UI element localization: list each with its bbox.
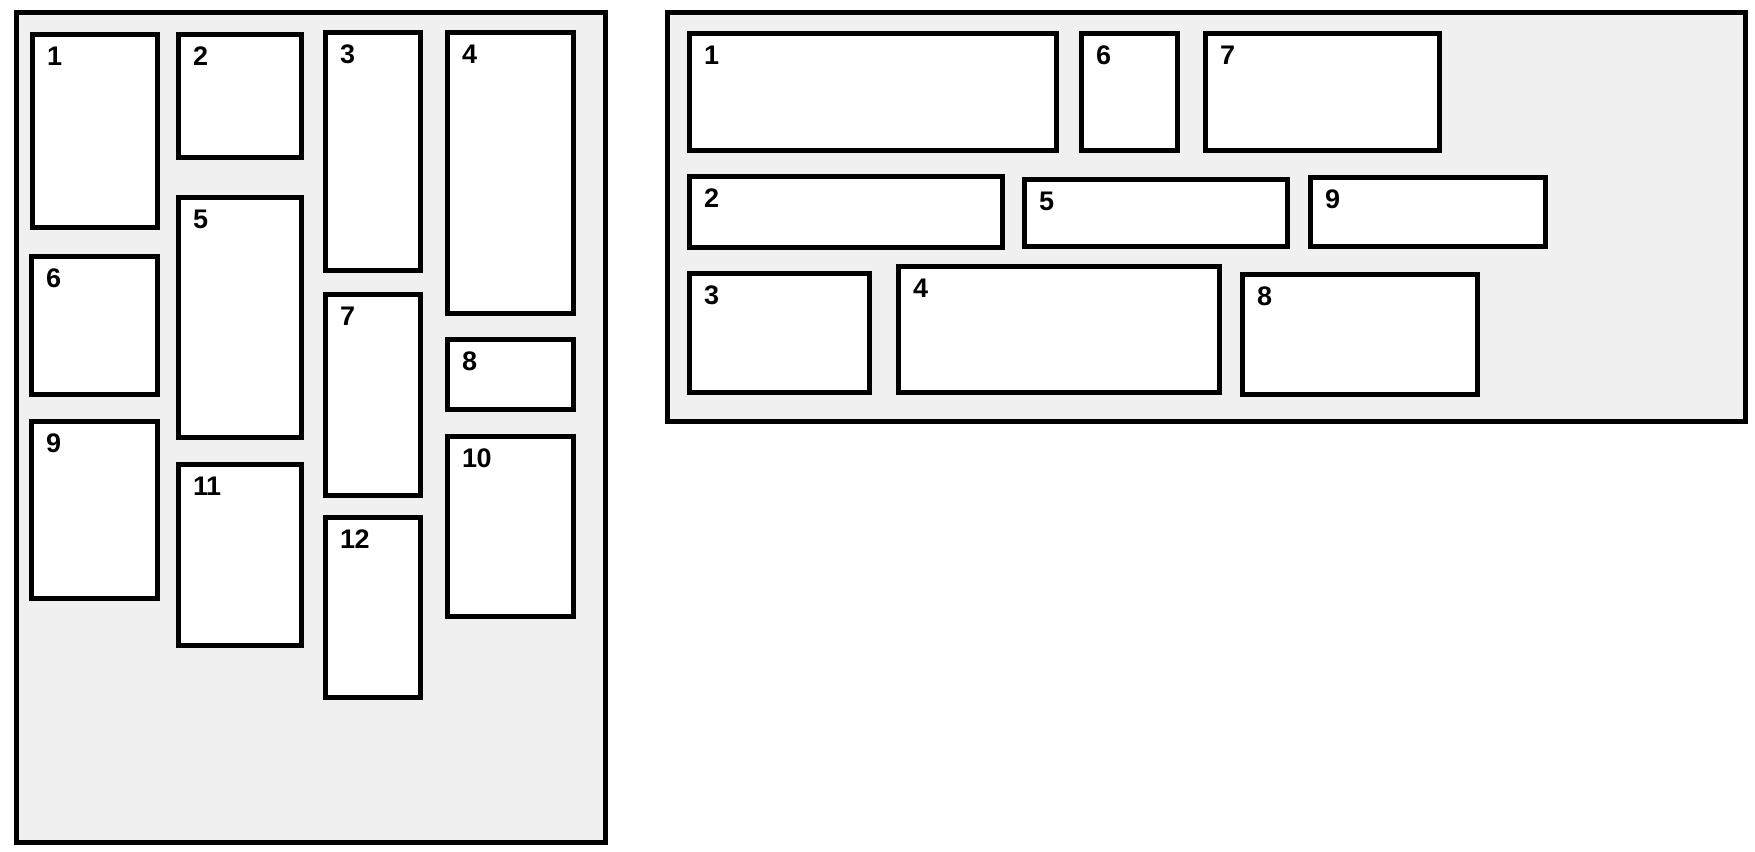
box-label: 7	[1220, 40, 1235, 70]
box-6[interactable]: 6	[1079, 31, 1180, 153]
box-6[interactable]: 6	[29, 254, 160, 397]
box-7[interactable]: 7	[323, 292, 423, 498]
box-3[interactable]: 3	[687, 271, 872, 395]
box-2[interactable]: 2	[687, 174, 1005, 250]
box-11[interactable]: 11	[176, 462, 304, 648]
box-1[interactable]: 1	[30, 32, 160, 230]
box-label: 2	[193, 41, 208, 71]
box-8[interactable]: 8	[445, 337, 576, 412]
box-7[interactable]: 7	[1203, 31, 1442, 153]
box-label: 8	[1257, 281, 1272, 311]
box-12[interactable]: 12	[323, 515, 423, 700]
box-label: 1	[47, 41, 62, 71]
box-8[interactable]: 8	[1240, 272, 1480, 397]
box-4[interactable]: 4	[896, 264, 1222, 395]
box-2[interactable]: 2	[176, 32, 304, 160]
box-9[interactable]: 9	[1308, 175, 1548, 249]
box-label: 6	[1096, 40, 1111, 70]
box-label: 9	[46, 428, 61, 458]
box-label: 1	[704, 40, 719, 70]
box-5[interactable]: 5	[1022, 177, 1290, 249]
box-label: 12	[340, 524, 370, 554]
box-label: 2	[704, 183, 719, 213]
box-label: 8	[462, 346, 477, 376]
box-9[interactable]: 9	[29, 419, 160, 601]
box-label: 5	[1039, 186, 1054, 216]
box-10[interactable]: 10	[445, 434, 576, 619]
box-label: 4	[462, 39, 477, 69]
box-label: 3	[704, 280, 719, 310]
box-label: 11	[193, 471, 221, 501]
box-label: 7	[340, 301, 355, 331]
box-4[interactable]: 4	[445, 30, 576, 316]
box-label: 3	[340, 39, 355, 69]
box-label: 6	[46, 263, 61, 293]
right-panel: 1 6 7 2 5 9 3 4 8	[665, 10, 1748, 424]
box-5[interactable]: 5	[176, 195, 304, 440]
box-1[interactable]: 1	[687, 31, 1059, 153]
box-label: 10	[462, 443, 492, 473]
box-label: 5	[193, 204, 208, 234]
box-label: 4	[913, 273, 928, 303]
box-3[interactable]: 3	[323, 30, 423, 273]
box-label: 9	[1325, 184, 1340, 214]
